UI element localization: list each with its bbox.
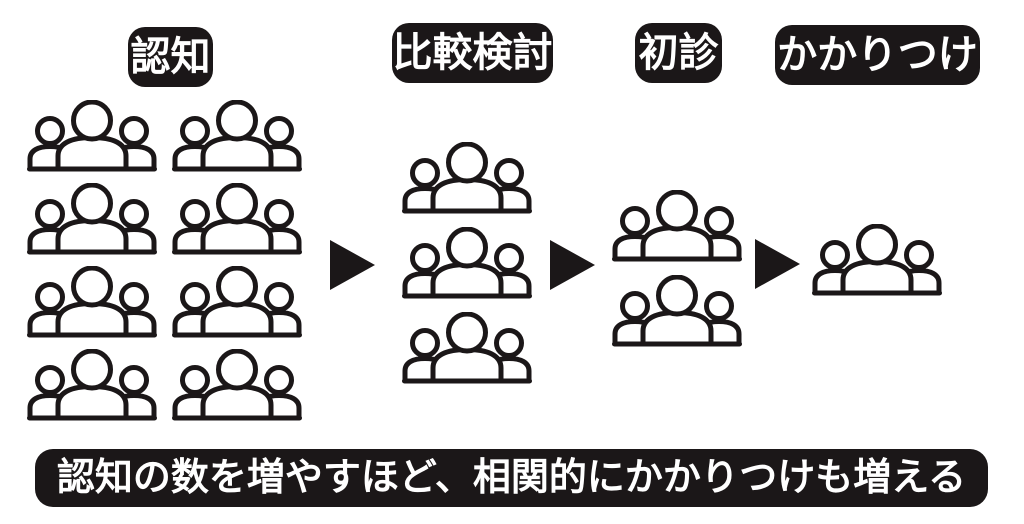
people-group-icon <box>27 100 157 172</box>
stage-awareness-icons <box>27 100 302 421</box>
people-group-icon <box>27 183 157 255</box>
people-group-icon <box>812 224 942 296</box>
people-group-icon <box>27 349 157 421</box>
stage-label-first-visit: 初診 <box>635 23 722 83</box>
people-group-icon <box>612 275 742 347</box>
stage-label-comparison: 比較検討 <box>392 23 553 83</box>
stage-regular-patient-icons <box>812 224 942 296</box>
people-group-icon <box>172 266 302 338</box>
stage-label-regular-patient: かかりつけ <box>775 25 980 85</box>
stage-label-awareness: 認知 <box>128 27 213 87</box>
people-group-icon <box>402 227 532 299</box>
right-arrow-icon <box>550 240 595 290</box>
stage-first-visit-icons <box>612 190 742 347</box>
people-group-icon <box>172 100 302 172</box>
people-group-icon <box>612 190 742 262</box>
right-arrow-icon <box>755 239 800 289</box>
people-group-icon <box>27 266 157 338</box>
right-arrow-icon <box>330 240 375 290</box>
people-group-icon <box>172 183 302 255</box>
stage-comparison-icons <box>402 142 532 384</box>
people-group-icon <box>402 312 532 384</box>
conclusion-banner: 認知の数を増やすほど、相関的にかかりつけも増える <box>35 449 988 507</box>
people-group-icon <box>172 349 302 421</box>
people-group-icon <box>402 142 532 214</box>
